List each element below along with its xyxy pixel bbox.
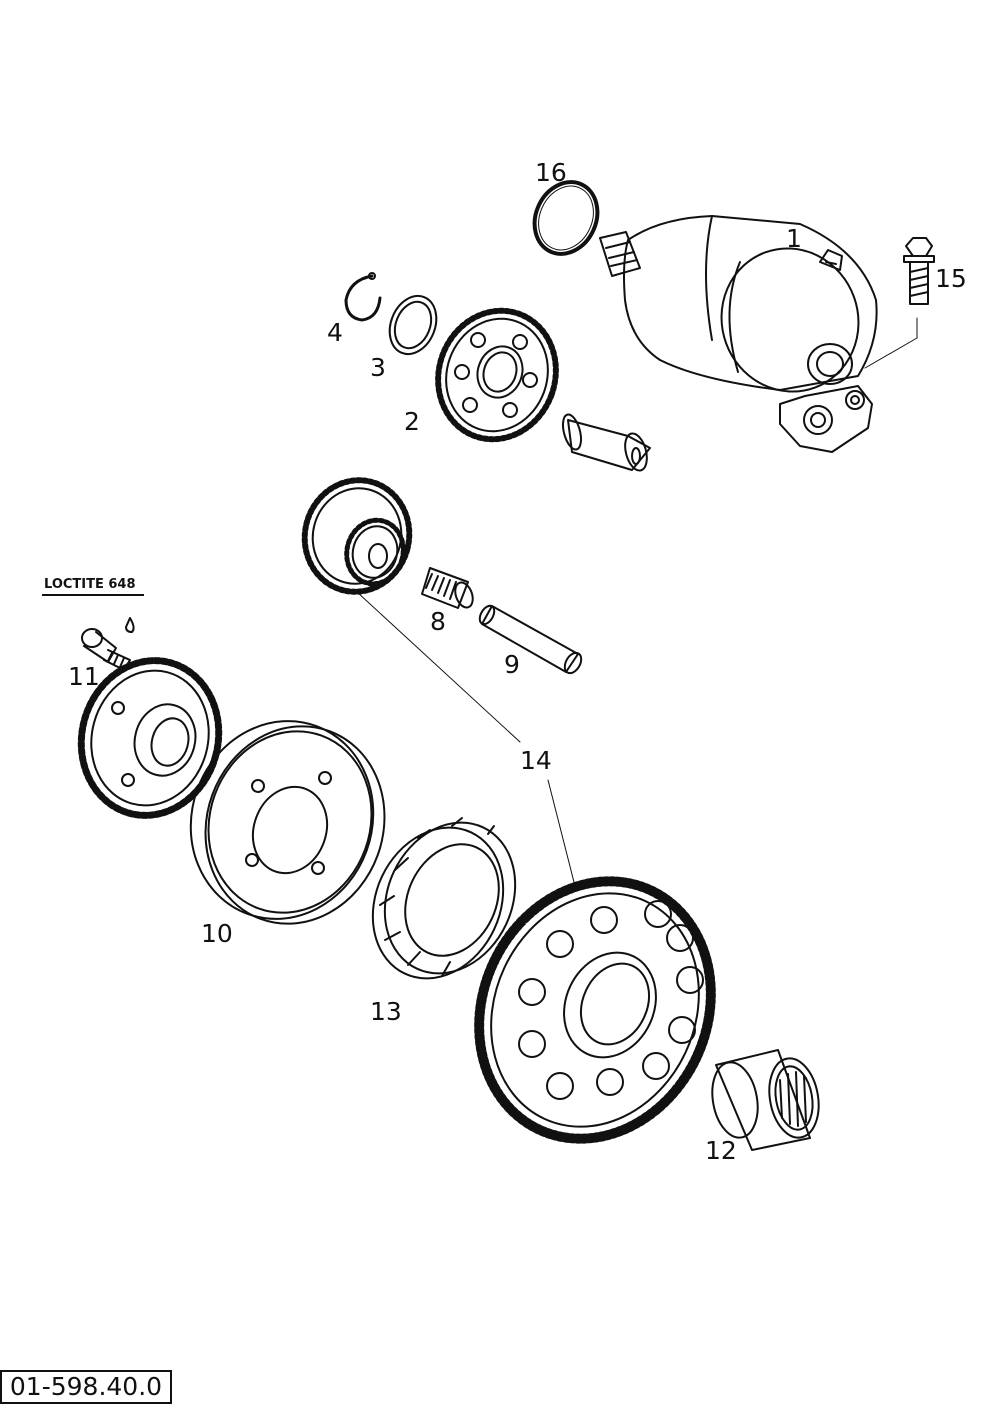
callout-9: 9 bbox=[504, 650, 520, 679]
washer-part bbox=[388, 294, 438, 356]
callout-4: 4 bbox=[327, 318, 343, 347]
o-ring-part bbox=[532, 180, 600, 256]
circlip-part bbox=[344, 272, 382, 322]
sprag-clutch-part bbox=[371, 817, 517, 980]
callout-14: 14 bbox=[520, 746, 552, 775]
callout-16: 16 bbox=[535, 158, 567, 187]
starter-motor-part bbox=[599, 215, 878, 453]
callout-10: 10 bbox=[201, 919, 233, 948]
leader-lines bbox=[356, 317, 918, 891]
large-needle-bearing-part bbox=[711, 1049, 820, 1151]
callout-13: 13 bbox=[370, 997, 402, 1026]
callout-8: 8 bbox=[430, 607, 446, 636]
freewheel-housing-part bbox=[189, 720, 386, 925]
callout-1: 1 bbox=[786, 224, 802, 253]
double-gear-part bbox=[301, 477, 413, 595]
shaft-part bbox=[478, 604, 583, 675]
sleeve-part bbox=[561, 413, 651, 472]
ring-gear-part bbox=[474, 876, 716, 1144]
needle-bearing-part bbox=[421, 567, 474, 609]
callout-3: 3 bbox=[370, 353, 386, 382]
callout-2: 2 bbox=[404, 407, 420, 436]
intermediate-gear-part bbox=[435, 307, 559, 443]
bolt-part bbox=[903, 237, 935, 305]
drawing-code: 01-598.40.0 bbox=[0, 1370, 172, 1404]
callout-15: 15 bbox=[935, 264, 967, 293]
loctite-underline bbox=[42, 594, 144, 596]
loctite-note: LOCTITE 648 bbox=[44, 577, 136, 592]
callout-11: 11 bbox=[68, 662, 100, 691]
callout-12: 12 bbox=[705, 1136, 737, 1165]
